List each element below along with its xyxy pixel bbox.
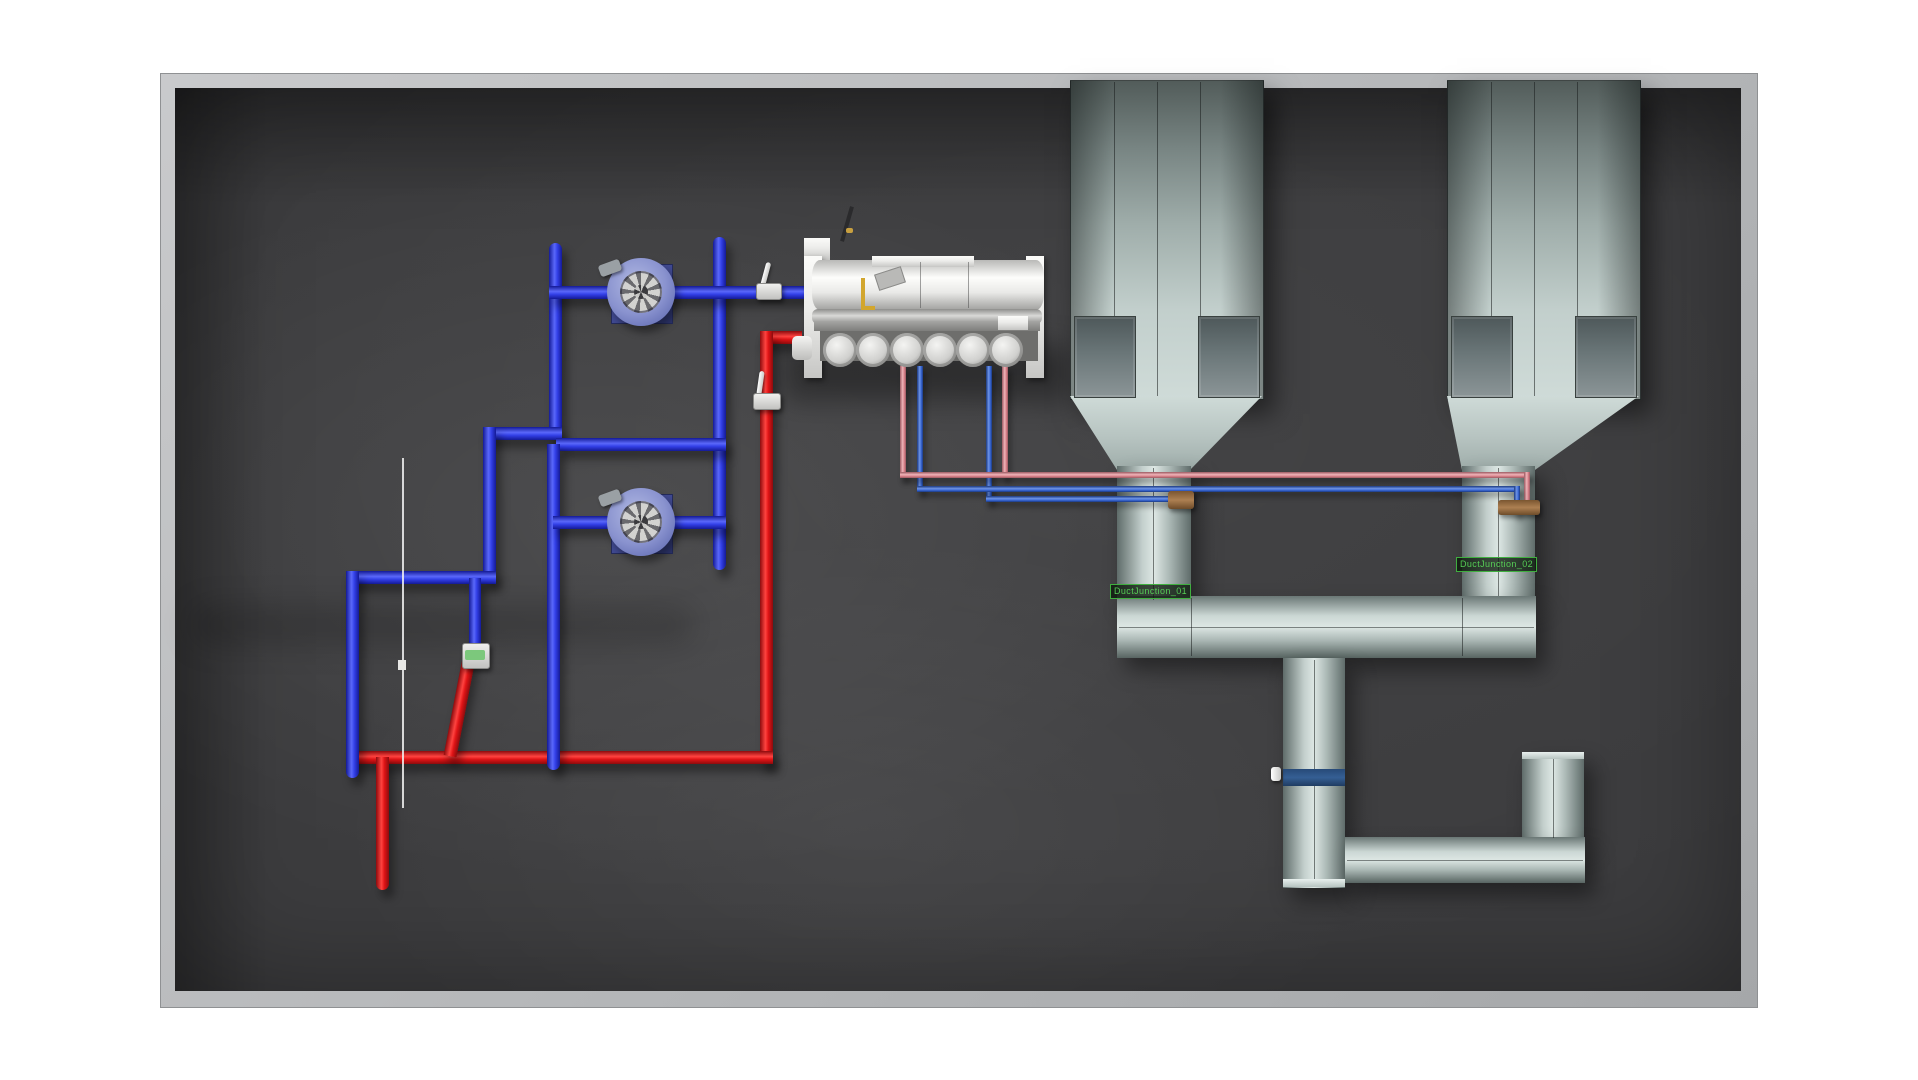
chiller-rail [814,321,1040,331]
floor-shadow-band [190,604,695,646]
chw-pipe-left-drop[interactable] [483,427,496,579]
chw-pipe-header-right-riser[interactable] [713,237,726,570]
duct-drop-end-flange [1283,879,1345,887]
chiller-shell-seam [920,262,921,308]
chiller-shell-seam [968,262,969,308]
duct-2-tag[interactable]: DuctJunction_02 [1456,557,1538,572]
chiller-yellow-pipe-v [861,278,865,310]
pipe-fitting-hopper1[interactable] [1168,491,1194,509]
damper-handle[interactable] [1271,767,1281,781]
duct-corner-seam [1191,598,1192,656]
hopper-2-panel-left [1451,316,1513,398]
valve-hw-body[interactable] [753,393,781,410]
pump-1-hub [634,285,648,299]
chw-pipe-valve-drop[interactable] [469,578,481,650]
chiller-top-bracket [804,238,830,260]
thin-blue-main-run[interactable] [917,486,1520,492]
l-duct-inlet-flange [1522,752,1584,759]
duct-corner-seam [1462,598,1463,656]
pipe-fitting-hopper2[interactable] [1498,500,1540,515]
thin-pink-drop-2[interactable] [1002,366,1008,478]
valve-bypass-green-band [465,650,485,660]
duct-1-tag[interactable]: DuctJunction_01 [1110,584,1192,599]
hopper-1-seam [1157,82,1158,396]
chiller-sensor-tip [846,228,853,233]
main-duct-seam [1119,627,1534,628]
hopper-1-seam [1114,82,1115,316]
chiller-top-strip [872,256,974,267]
valve-chw-body[interactable] [756,283,782,300]
compressor-head-2[interactable] [856,333,890,367]
hopper-1-seam [1200,82,1201,316]
duct-riser-2-seam [1498,468,1499,596]
chw-pipe-header-left-riser[interactable] [549,243,562,437]
chw-pipe-far-left-drop[interactable] [346,571,359,778]
chiller-rail-block [998,316,1028,330]
hopper-2-seam [1577,82,1578,316]
chw-pipe-jog[interactable] [483,427,562,440]
chiller-nozzle-left [792,336,812,360]
chiller-lower-cylinder [812,309,1042,324]
hopper-2-seam [1491,82,1492,316]
thin-blue-drop-2[interactable] [986,366,992,502]
damper[interactable] [1283,769,1345,786]
thin-pink-downturn[interactable] [1524,472,1530,508]
chiller-shell[interactable] [812,260,1044,310]
pump-2-hub [634,515,648,529]
chw-pipe-far-left-run[interactable] [346,571,496,584]
thin-blue-drop-1[interactable] [917,366,923,492]
compressor-head-6[interactable] [989,333,1023,367]
hopper-2-panel-right [1575,316,1637,398]
compressor-head-3[interactable] [890,333,924,367]
thin-blue-branch-run[interactable] [986,496,1178,502]
hopper-1-panel-right [1198,316,1260,398]
hopper-1-panel-left [1074,316,1136,398]
chw-pipe-mid-drop[interactable] [547,444,560,770]
section-marker-node[interactable] [398,660,406,670]
duct-riser-1-seam [1153,468,1154,600]
l-duct-seam [1347,860,1583,861]
compressor-head-1[interactable] [823,333,857,367]
hw-pipe-main-riser[interactable] [760,331,773,764]
section-marker-line [402,458,404,808]
hopper-2-seam [1534,82,1535,396]
chw-pipe-mid-run[interactable] [556,438,726,451]
thin-pink-main-run[interactable] [900,472,1530,478]
compressor-head-4[interactable] [923,333,957,367]
compressor-head-5[interactable] [956,333,990,367]
l-duct-seam-v [1553,754,1554,838]
chiller-yellow-pipe-h [861,306,875,310]
thin-pink-drop-1[interactable] [900,366,906,478]
hw-pipe-branch-stub[interactable] [376,757,389,890]
